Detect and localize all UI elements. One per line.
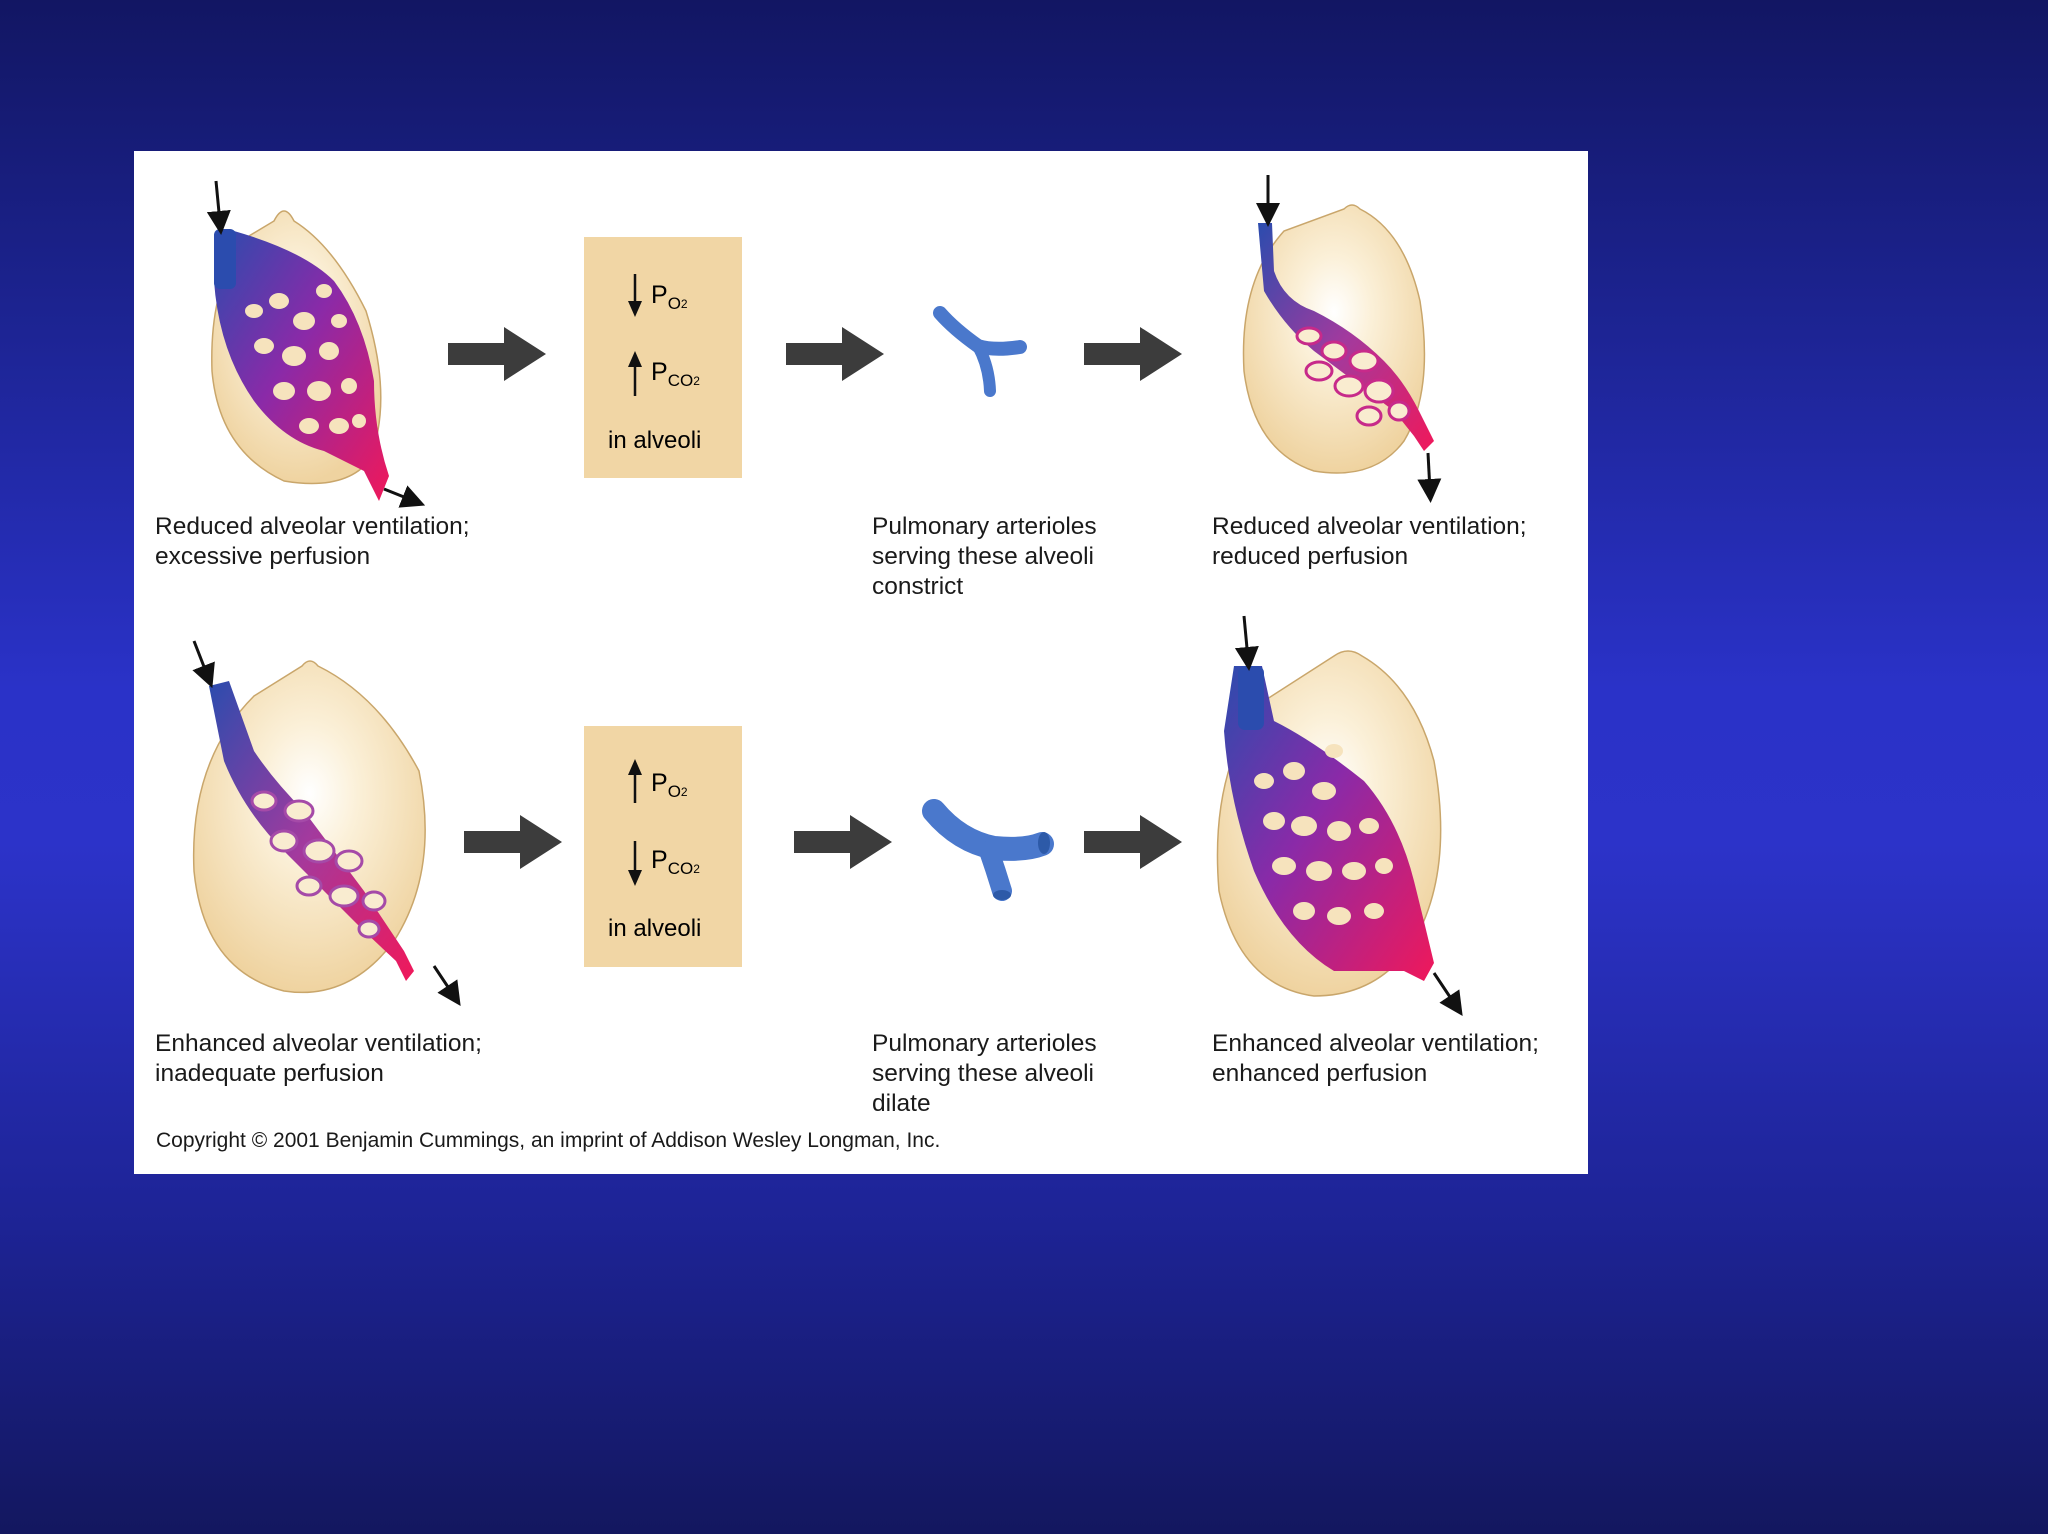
caption-top-right: Reduced alveolar ventilation; reduced pe… [1212, 513, 1527, 570]
caption-bottom-right: Enhanced alveolar ventilation; enhanced … [1212, 1030, 1539, 1087]
alveolus-bottom-right [1216, 615, 1463, 1016]
alveoli-location-label-top: in alveoli [608, 427, 702, 454]
arteriole-dilated-icon [922, 799, 1054, 901]
alveolus-bottom-left [192, 640, 461, 1006]
caption-top-left: Reduced alveolar ventilation; excessive … [155, 513, 470, 570]
figure-artwork [192, 175, 1463, 1016]
figure-panel: PO2 PCO2 in alveoli PO2 PCO2 in alveoli … [134, 151, 1588, 1174]
process-arrow-top-2 [786, 327, 884, 381]
copyright-notice: Copyright © 2001 Benjamin Cummings, an i… [156, 1129, 941, 1152]
arteriole-constricted-icon [933, 306, 1027, 397]
process-arrow-top-1 [448, 327, 546, 381]
alveolus-top-left [206, 180, 426, 508]
alveolar-gas-box-bottom [584, 726, 742, 967]
caption-arterioles-constrict: Pulmonary arterioles serving these alveo… [872, 513, 1097, 600]
po2-up-arrow-bottom [628, 759, 642, 803]
pco2-down-arrow-bottom [628, 841, 642, 886]
process-arrow-bottom-3 [1084, 815, 1182, 869]
alveoli-location-label-bottom: in alveoli [608, 915, 702, 942]
caption-bottom-left: Enhanced alveolar ventilation; inadequat… [155, 1030, 482, 1087]
process-arrow-bottom-2 [794, 815, 892, 869]
po2-down-arrow-top [628, 274, 642, 317]
po2-label-bottom: PO2 [651, 769, 688, 801]
pco2-up-arrow-top [628, 351, 642, 396]
caption-arterioles-dilate: Pulmonary arterioles serving these alveo… [872, 1030, 1097, 1117]
alveolus-top-right [1242, 175, 1442, 503]
pco2-label-top: PCO2 [651, 358, 700, 390]
po2-label-top: PO2 [651, 281, 688, 313]
process-arrow-bottom-1 [464, 815, 562, 869]
pco2-label-bottom: PCO2 [651, 846, 700, 878]
alveolar-gas-box-top [584, 237, 742, 478]
process-arrow-top-3 [1084, 327, 1182, 381]
